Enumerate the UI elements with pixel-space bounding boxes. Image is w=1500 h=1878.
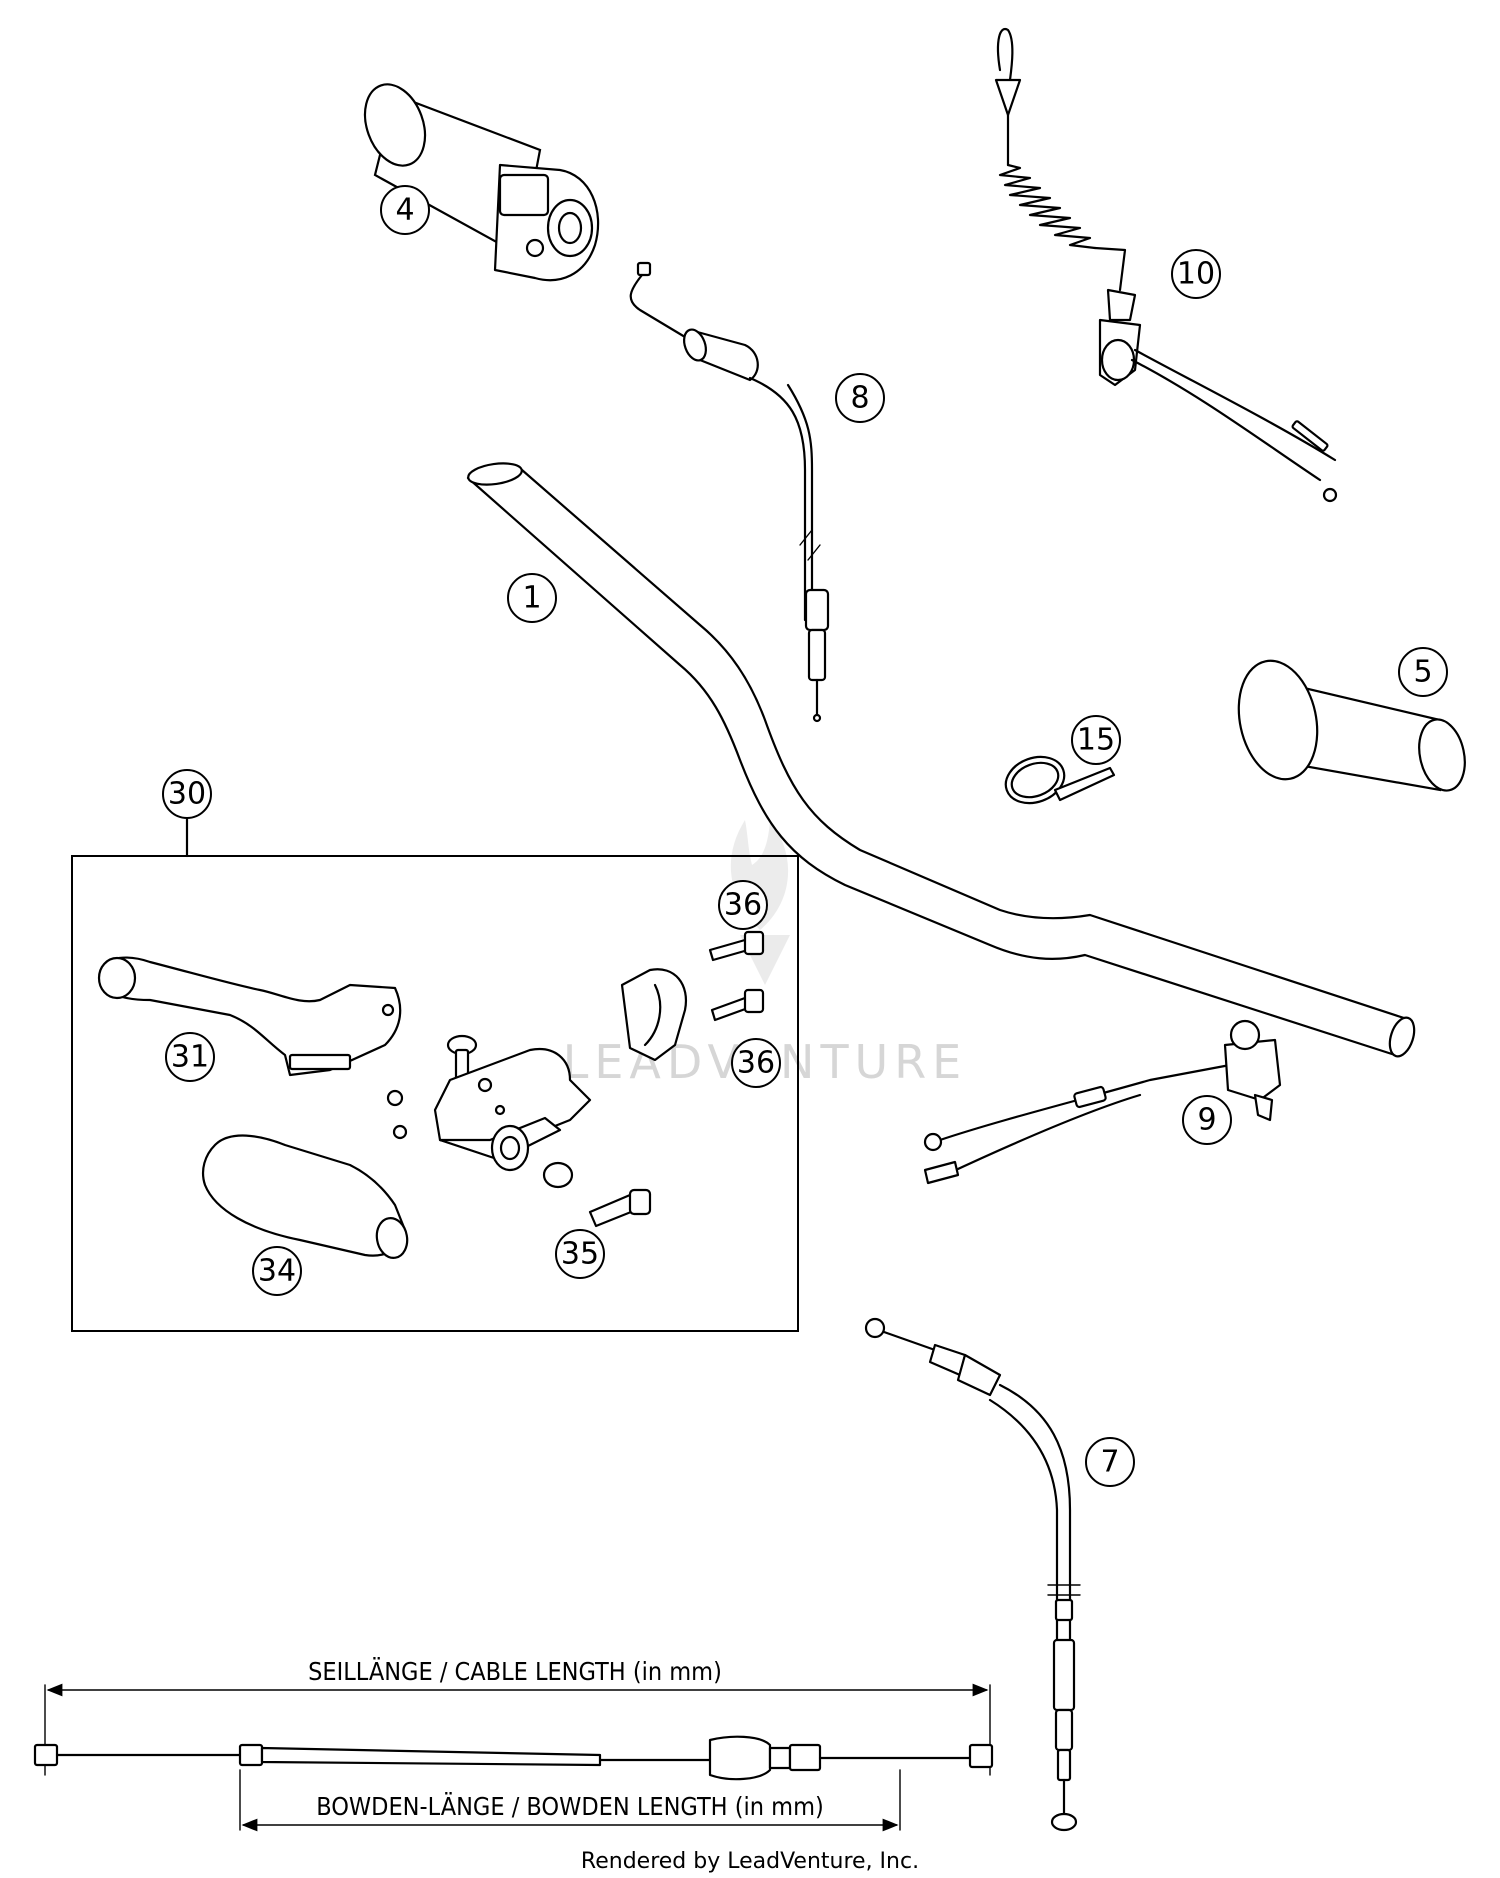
clutch-perch xyxy=(433,1047,592,1172)
grip-right xyxy=(1237,659,1466,792)
bowden-length-dimension: BOWDEN-LÄNGE / BOWDEN LENGTH (in mm) xyxy=(239,1769,901,1832)
svg-text:36: 36 xyxy=(737,1046,775,1081)
handlebar-switch xyxy=(923,1019,1282,1185)
svg-text:1: 1 xyxy=(522,581,541,616)
lever-boot xyxy=(201,1134,409,1259)
small-nut-pair xyxy=(386,1089,408,1140)
svg-text:4: 4 xyxy=(395,193,414,228)
callout-34: 34 xyxy=(252,1246,302,1296)
cable-length-dimension: SEILLÄNGE / CABLE LENGTH (in mm) xyxy=(44,1657,991,1776)
cable-length-label: SEILLÄNGE / CABLE LENGTH (in mm) xyxy=(308,1657,722,1686)
callout-36-lower: 36 xyxy=(731,1038,781,1088)
callout-9: 9 xyxy=(1182,1095,1232,1145)
clamp-screw-lower xyxy=(710,988,765,1022)
callout-5: 5 xyxy=(1398,647,1448,697)
svg-text:9: 9 xyxy=(1197,1103,1216,1138)
perch-clamp xyxy=(620,968,688,1062)
svg-text:34: 34 xyxy=(258,1254,296,1289)
callout-10: 10 xyxy=(1171,249,1221,299)
callout-8: 8 xyxy=(835,373,885,423)
cable-tie xyxy=(1004,755,1116,805)
bowden-length-label: BOWDEN-LÄNGE / BOWDEN LENGTH (in mm) xyxy=(316,1792,824,1821)
svg-text:15: 15 xyxy=(1077,723,1115,758)
kill-switch-lanyard xyxy=(994,27,1338,503)
callout-1: 1 xyxy=(507,573,557,623)
lever-bolt xyxy=(446,1034,478,1082)
svg-text:7: 7 xyxy=(1100,1445,1119,1480)
callout-7: 7 xyxy=(1085,1437,1135,1487)
assembly-box xyxy=(71,855,799,1332)
svg-text:30: 30 xyxy=(168,777,206,812)
svg-text:8: 8 xyxy=(850,381,869,416)
throttle-cable xyxy=(629,261,830,723)
svg-text:36: 36 xyxy=(724,888,762,923)
footer-credit: Rendered by LeadVenture, Inc. xyxy=(581,1849,919,1874)
callout-30: 30 xyxy=(162,769,212,819)
callout-35: 35 xyxy=(555,1229,605,1279)
callout-36-upper: 36 xyxy=(718,880,768,930)
clutch-lever xyxy=(97,956,402,1077)
adjuster-screw xyxy=(542,1161,652,1228)
svg-text:5: 5 xyxy=(1413,655,1432,690)
callout-4: 4 xyxy=(380,185,430,235)
sample-cable xyxy=(33,1735,994,1781)
clutch-cable xyxy=(864,1317,1081,1832)
callout-31: 31 xyxy=(165,1032,215,1082)
clamp-screw-upper xyxy=(708,930,765,962)
throttle-grip xyxy=(363,83,600,282)
callout-15: 15 xyxy=(1071,715,1121,765)
svg-text:35: 35 xyxy=(561,1237,599,1272)
handlebar xyxy=(466,462,1416,1058)
svg-text:31: 31 xyxy=(171,1040,209,1075)
svg-text:10: 10 xyxy=(1177,257,1215,292)
